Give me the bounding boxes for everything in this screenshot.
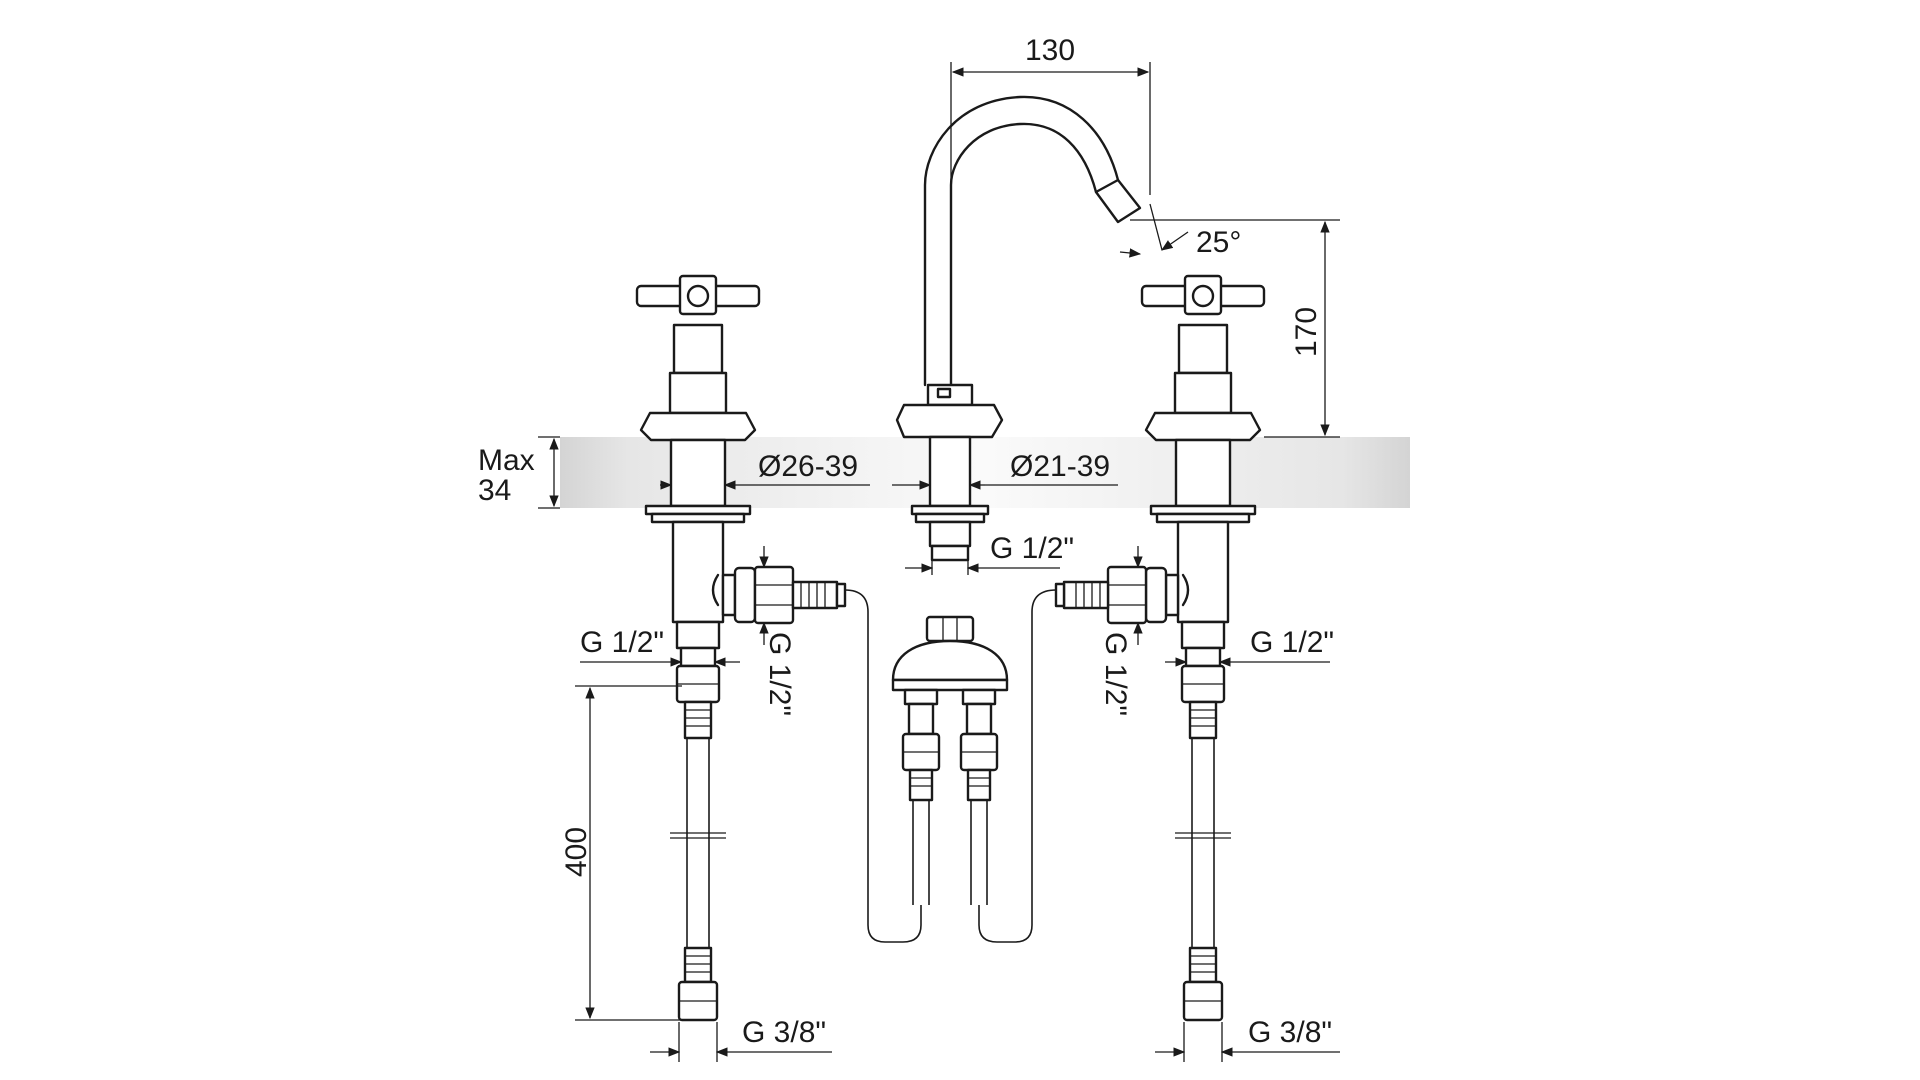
dim-hose-length: 400 xyxy=(560,827,593,877)
dim-spout-thread: G 1/2" xyxy=(990,532,1074,565)
dim-spout-reach: 130 xyxy=(1025,34,1075,67)
left-valve xyxy=(635,274,847,1022)
dimension-lines xyxy=(538,62,1340,1062)
dim-right-side-thread: G 1/2" xyxy=(1099,632,1132,716)
dim-spout-angle: 25° xyxy=(1196,226,1241,259)
t-connector xyxy=(844,589,1057,943)
dim-spout-hole-diameter: Ø21-39 xyxy=(1010,450,1110,483)
dim-right-outlet-thread: G 1/2" xyxy=(1250,626,1334,659)
dim-left-hose-thread: G 3/8" xyxy=(742,1016,826,1049)
dim-countertop-max-value: 34 xyxy=(478,474,511,507)
dim-left-outlet-thread: G 1/2" xyxy=(580,626,664,659)
dim-valve-hole-diameter: Ø26-39 xyxy=(758,450,858,483)
dim-countertop-max-label: Max xyxy=(478,444,535,477)
right-valve xyxy=(1054,274,1266,1022)
dim-spout-height: 170 xyxy=(1290,307,1323,357)
dim-right-hose-thread: G 3/8" xyxy=(1248,1016,1332,1049)
dim-left-side-thread: G 1/2" xyxy=(763,632,796,716)
